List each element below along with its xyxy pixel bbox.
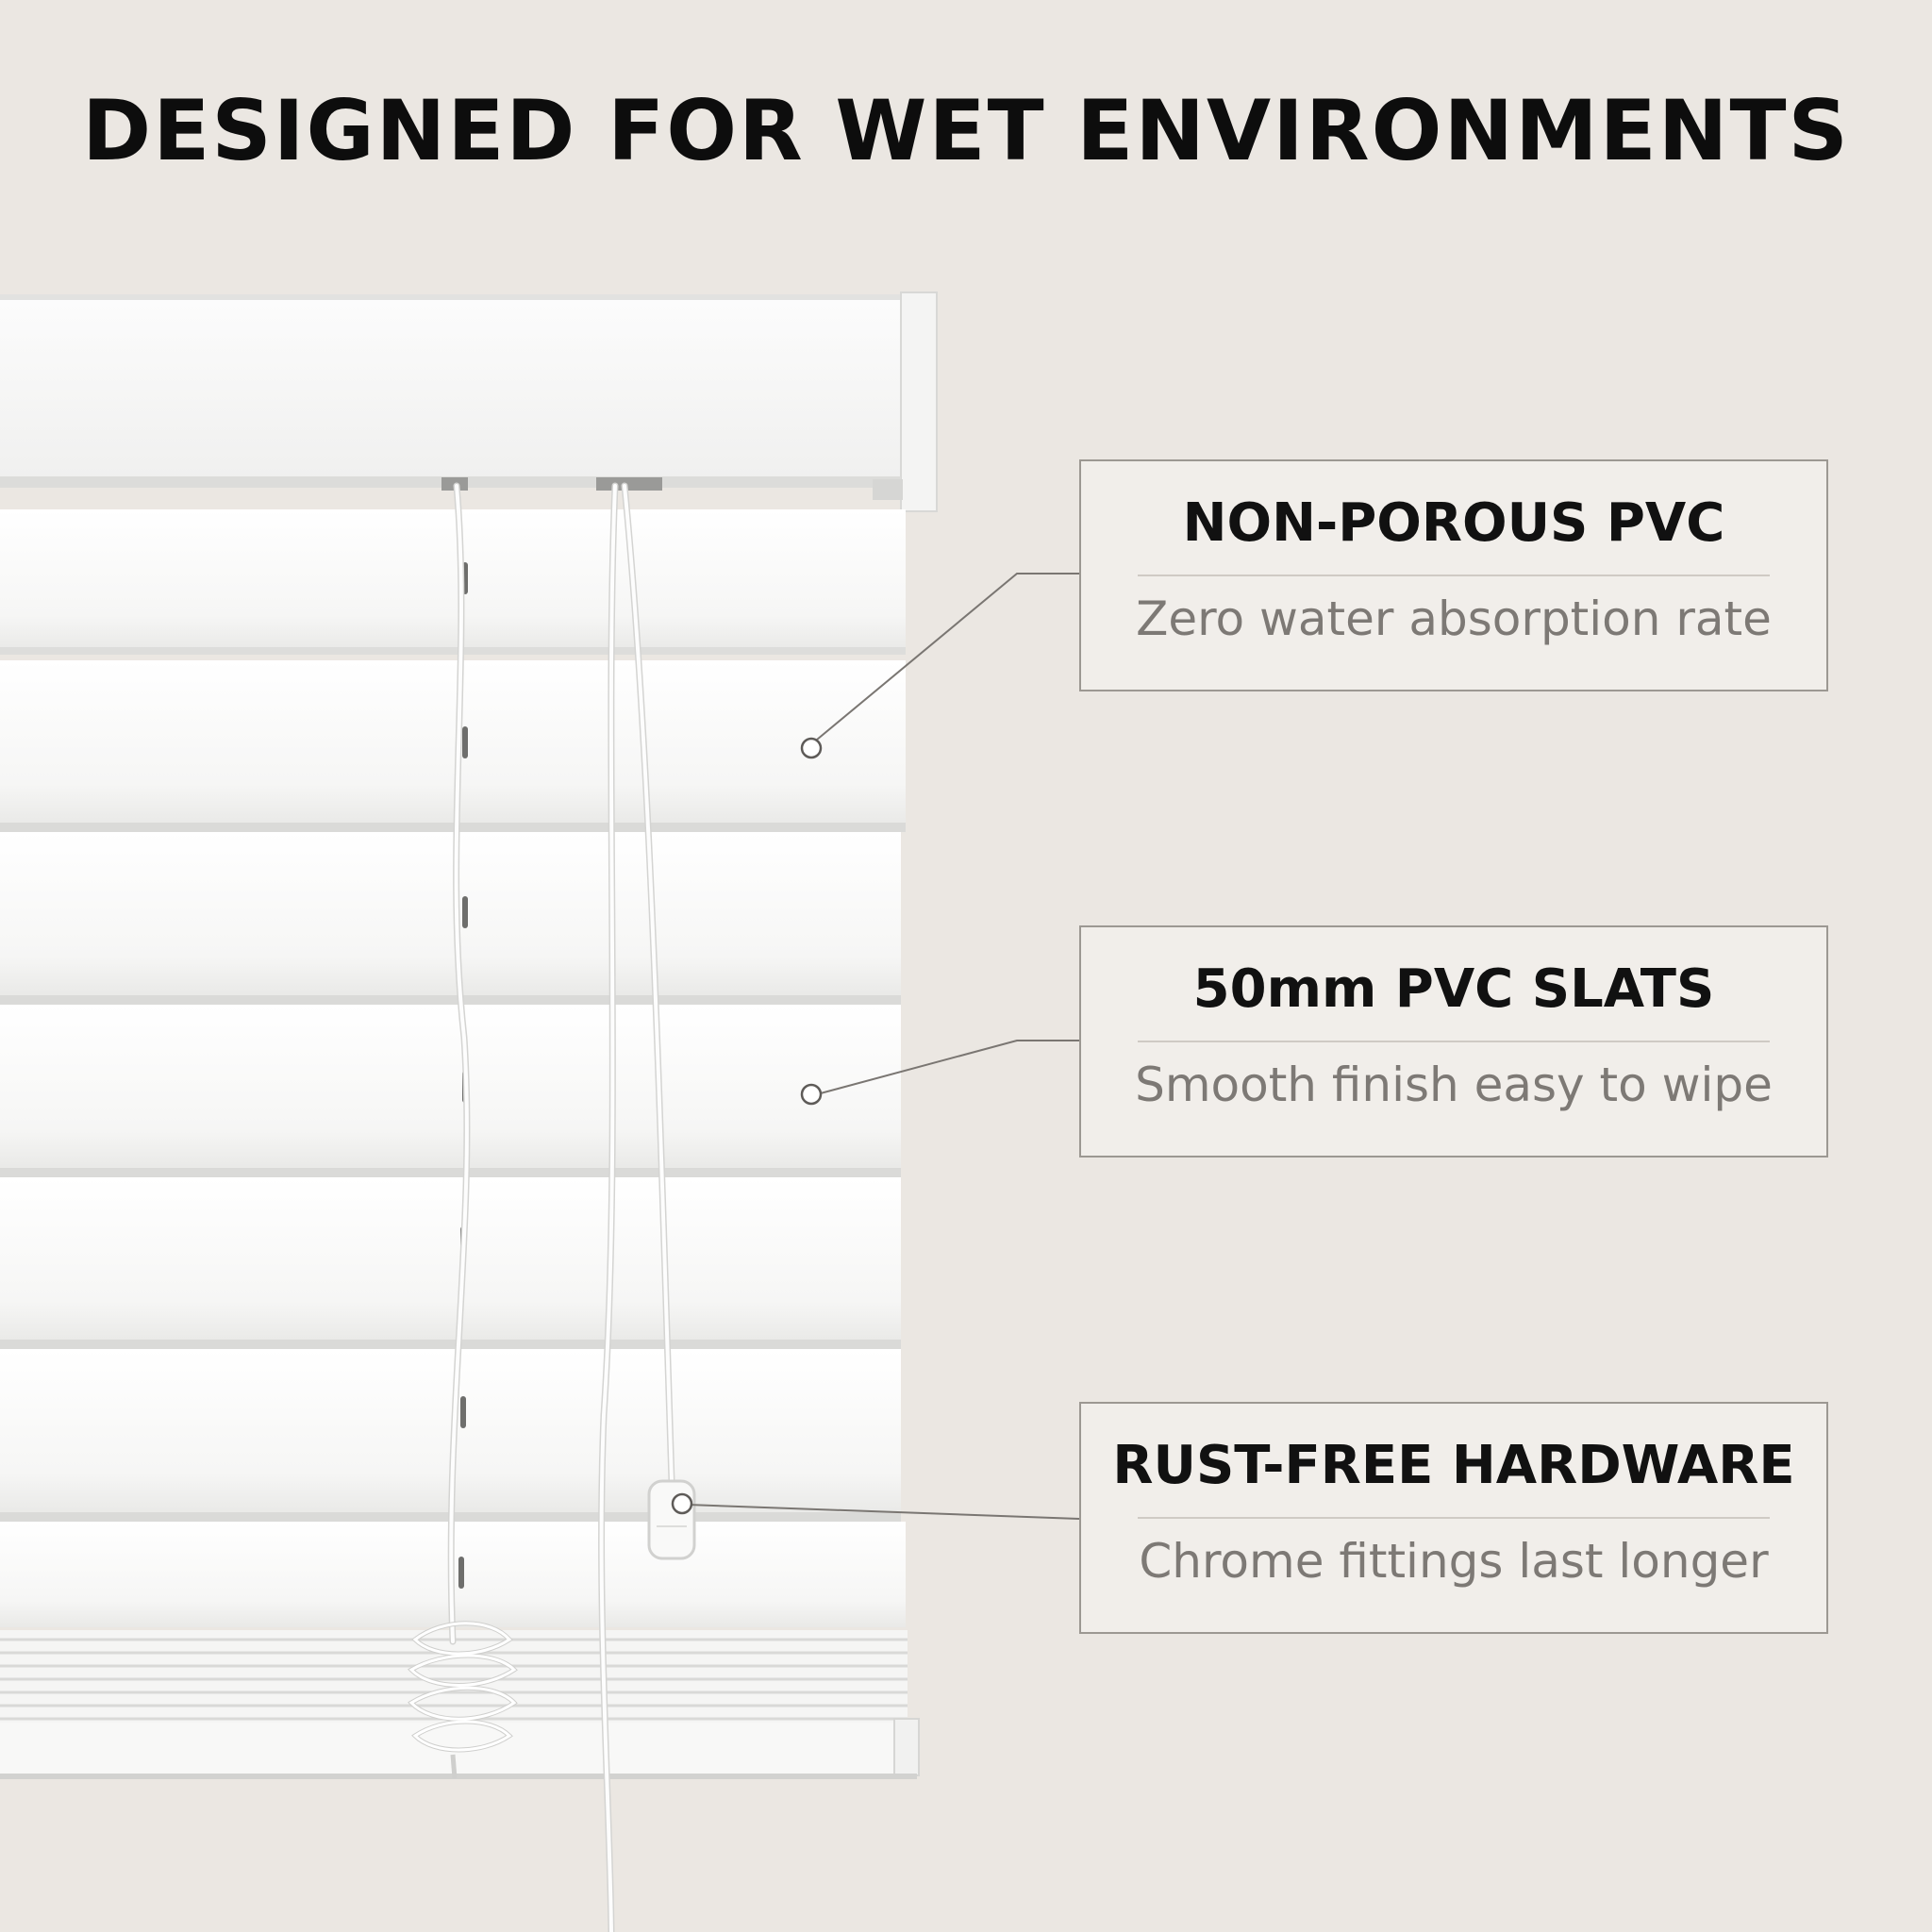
feature-subtitle: Zero water absorption rate [1136, 591, 1772, 646]
divider [1138, 1517, 1770, 1519]
callout-dots [671, 737, 823, 1515]
cord-connector [647, 1479, 696, 1560]
feature-title: 50mm PVC SLATS [1192, 958, 1715, 1020]
leader-lines [687, 573, 1080, 1520]
feature-subtitle: Chrome fittings last longer [1139, 1534, 1769, 1589]
cord-knot-fill [408, 1622, 517, 1752]
feature-title: RUST-FREE HARDWARE [1112, 1435, 1795, 1496]
feature-card-hardware: RUST-FREE HARDWARE Chrome fittings last … [1079, 1402, 1828, 1634]
feature-card-non-porous: NON-POROUS PVC Zero water absorption rat… [1079, 459, 1828, 691]
head-rail [0, 291, 938, 512]
feature-title: NON-POROUS PVC [1182, 492, 1725, 554]
lift-cords [447, 482, 675, 1932]
feature-subtitle: Smooth finish easy to wipe [1135, 1058, 1773, 1112]
divider [1138, 1041, 1770, 1042]
divider [1138, 575, 1770, 576]
feature-card-slats: 50mm PVC SLATS Smooth finish easy to wip… [1079, 925, 1828, 1158]
page-title: DESIGNED FOR WET ENVIRONMENTS [82, 82, 1850, 179]
